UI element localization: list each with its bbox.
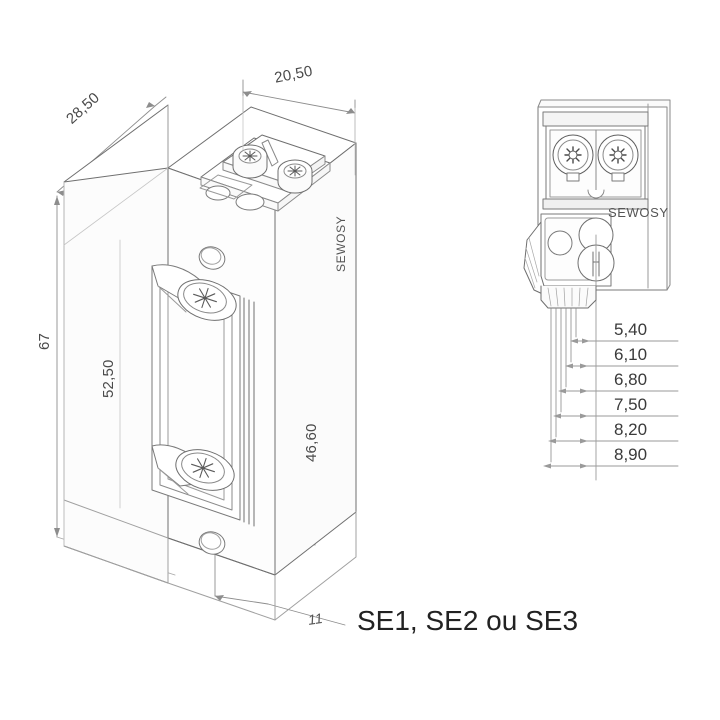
wire-dim-4 xyxy=(553,413,679,419)
wire-dim-1 xyxy=(570,338,679,344)
wire-dimension-label-2: 6,10 xyxy=(614,345,648,364)
construction-lines xyxy=(63,95,356,547)
side-keeper-assembly xyxy=(540,213,615,481)
side-hook-bracket xyxy=(523,221,548,297)
wire-bundle xyxy=(540,285,597,463)
adjusting-screw-lower xyxy=(175,449,235,491)
dimension-label-11: 11 xyxy=(307,609,324,628)
dimension-label-46-60: 46,60 xyxy=(303,423,320,462)
side-screw-left xyxy=(552,134,594,182)
wire-dimension-label-5: 8,20 xyxy=(614,420,648,439)
side-terminal-block xyxy=(542,111,649,210)
wire-dim-5 xyxy=(548,438,679,444)
terminal-screw-left xyxy=(232,144,268,179)
wire-dimension-label-4: 7,50 xyxy=(614,395,648,414)
terminal-screw-right xyxy=(277,159,313,194)
wire-dimension-label-6: 8,90 xyxy=(614,445,648,464)
brand-label-side: SEWOSY xyxy=(608,205,669,220)
wire-dim-6 xyxy=(543,463,679,469)
dimension-label-52-50: 52,50 xyxy=(100,359,117,398)
terminal-block-top xyxy=(199,134,331,212)
wire-dimension-label-1: 5,40 xyxy=(614,320,648,339)
mounting-hole-top xyxy=(198,246,226,270)
mounting-hole-bottom xyxy=(198,531,226,555)
wire-dimension-callouts xyxy=(543,338,679,469)
wire-entry-holes xyxy=(199,174,265,211)
brand-label-main: SEWOSY xyxy=(334,215,348,272)
adjusting-screw-upper xyxy=(177,279,237,321)
wire-dimension-label-3: 6,80 xyxy=(614,370,648,389)
wire-dim-2 xyxy=(565,363,679,369)
dimension-label-67: 67 xyxy=(36,332,53,350)
side-screw-right xyxy=(597,134,639,182)
wire-dim-3 xyxy=(558,388,679,394)
model-designation-label: SE1, SE2 ou SE3 xyxy=(357,605,579,636)
